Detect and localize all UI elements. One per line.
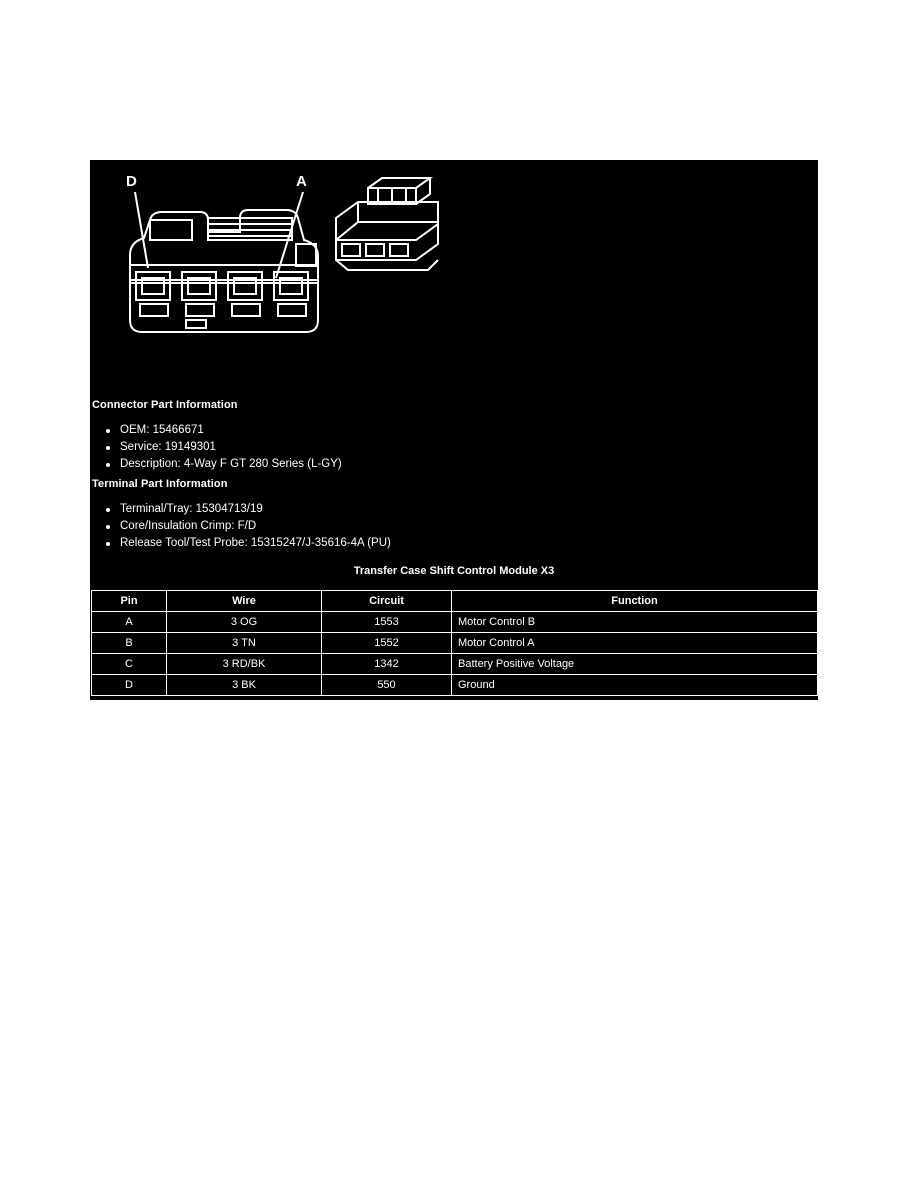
cell-circuit: 1553: [321, 611, 452, 633]
column-header-function: Function: [451, 590, 818, 612]
table-row: C 3 RD/BK 1342 Battery Positive Voltage: [91, 653, 818, 675]
cell-pin: A: [91, 611, 167, 633]
table-row: D 3 BK 550 Ground: [91, 674, 818, 696]
terminal-part-information-list: Terminal/Tray: 15304713/19 Core/Insulati…: [92, 501, 391, 552]
cell-circuit: 1552: [321, 632, 452, 654]
list-item: Description: 4-Way F GT 280 Series (L-GY…: [92, 456, 342, 473]
table-row: A 3 OG 1553 Motor Control B: [91, 611, 818, 633]
connector-lower-body: [129, 279, 319, 333]
pin-table: Pin Wire Circuit Function A 3 OG 1553 Mo…: [91, 590, 818, 696]
cell-wire: 3 TN: [166, 632, 322, 654]
cell-pin: C: [91, 653, 167, 675]
cell-function: Battery Positive Voltage: [451, 653, 818, 675]
connector-illustration: D A: [90, 160, 818, 390]
connector-mid-band: [129, 264, 319, 284]
connector-part-information-heading: Connector Part Information: [92, 399, 238, 411]
connector-info-panel: D A Connector Part Information OEM: 1546…: [90, 160, 818, 700]
cell-pin: D: [91, 674, 167, 696]
column-header-circuit: Circuit: [321, 590, 452, 612]
terminal-part-information-heading: Terminal Part Information: [92, 478, 228, 490]
table-header-row: Pin Wire Circuit Function: [91, 590, 818, 612]
cell-function: Ground: [451, 674, 818, 696]
list-item: Service: 19149301: [92, 439, 342, 456]
connector-right-detail: [295, 243, 317, 267]
cell-function: Motor Control B: [451, 611, 818, 633]
cell-pin: B: [91, 632, 167, 654]
connector-upper-outline: [129, 209, 319, 280]
cell-wire: 3 OG: [166, 611, 322, 633]
list-item: Terminal/Tray: 15304713/19: [92, 501, 391, 518]
cell-circuit: 1342: [321, 653, 452, 675]
connector-left-detail: [149, 219, 193, 241]
callout-line-d: [134, 191, 149, 269]
cell-wire: 3 RD/BK: [166, 653, 322, 675]
column-header-pin: Pin: [91, 590, 167, 612]
pin-table-caption: Transfer Case Shift Control Module X3: [353, 565, 555, 577]
connector-part-information-list: OEM: 15466671 Service: 19149301 Descript…: [92, 422, 342, 473]
list-item: Release Tool/Test Probe: 15315247/J-3561…: [92, 535, 391, 552]
cell-circuit: 550: [321, 674, 452, 696]
table-row: B 3 TN 1552 Motor Control A: [91, 632, 818, 654]
list-item: Core/Insulation Crimp: F/D: [92, 518, 391, 535]
list-item: OEM: 15466671: [92, 422, 342, 439]
terminal-cavities: [135, 271, 309, 301]
connector-lower-tabs: [139, 303, 307, 329]
connector-drawing: D A: [126, 173, 439, 333]
connector-isometric-view: [335, 177, 439, 271]
column-header-wire: Wire: [166, 590, 322, 612]
callout-label-a: A: [296, 173, 307, 190]
cell-wire: 3 BK: [166, 674, 322, 696]
cell-function: Motor Control A: [451, 632, 818, 654]
callout-label-d: D: [126, 173, 137, 190]
